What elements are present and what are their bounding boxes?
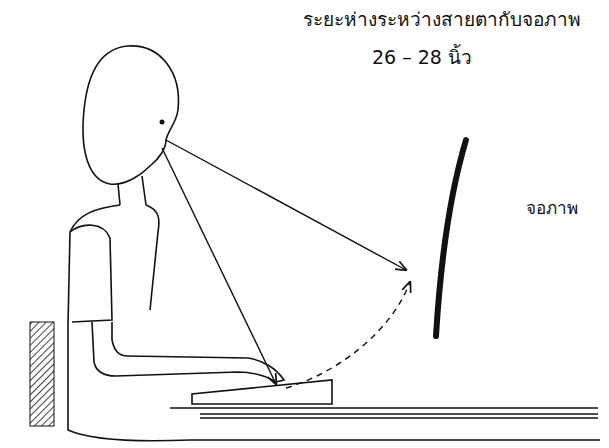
torso	[68, 205, 600, 441]
arm	[92, 322, 284, 382]
part-label: จอภาพ	[526, 198, 578, 218]
monitor-screen	[436, 140, 466, 336]
neck	[118, 176, 146, 205]
dimension-label: 26 – 28 นิ้ว	[372, 46, 472, 69]
chest	[146, 205, 159, 310]
keyboard	[192, 380, 332, 404]
heading-label: ระยะห่างระหว่างสายตากับจอภาพ	[303, 8, 581, 31]
sleeve	[70, 225, 112, 322]
desk	[170, 408, 598, 418]
sight-line	[166, 140, 406, 270]
sight-line	[162, 148, 276, 384]
eye	[160, 120, 165, 125]
distance-arc	[286, 282, 410, 388]
head	[83, 46, 178, 184]
chair-back	[30, 322, 54, 426]
